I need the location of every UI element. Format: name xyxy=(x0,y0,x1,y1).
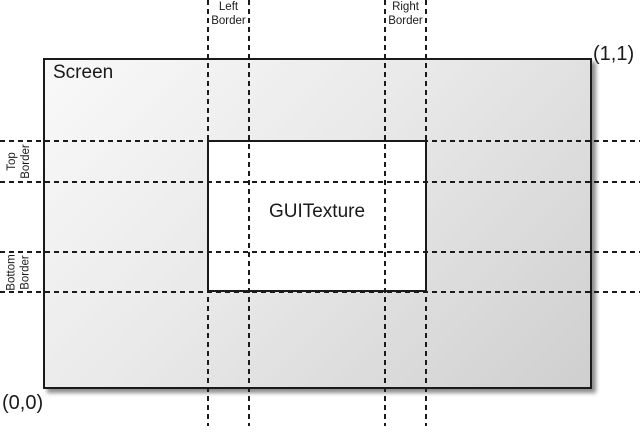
screen-label: Screen xyxy=(53,62,114,83)
left-border-inner-line xyxy=(248,0,250,426)
right-border-label-line2: Border xyxy=(388,14,423,27)
guitexture-rect xyxy=(207,140,427,292)
bottom-border-inner-line xyxy=(0,251,640,253)
guitexture-label: GUITexture xyxy=(268,201,366,222)
bottom-border-outer-line xyxy=(0,291,640,293)
top-border-label: Top Border xyxy=(0,140,38,183)
coord-top-right-label: (1,1) xyxy=(593,43,635,65)
left-border-outer-line xyxy=(207,0,209,426)
right-border-outer-line xyxy=(425,0,427,426)
top-border-inner-line xyxy=(0,181,640,183)
top-border-outer-line xyxy=(0,140,640,142)
top-border-label-line2: Border xyxy=(19,144,31,179)
right-border-label: Right Border xyxy=(384,1,427,28)
left-border-label: Left Border xyxy=(207,1,250,28)
left-border-label-line2: Border xyxy=(211,14,246,27)
right-border-label-line1: Right xyxy=(392,1,419,13)
bottom-border-label-line2: Border xyxy=(19,255,31,290)
left-border-label-line1: Left xyxy=(218,1,239,13)
bottom-border-label-line1: Bottom xyxy=(5,254,18,291)
coord-origin-label: (0,0) xyxy=(2,392,44,414)
right-border-inner-line xyxy=(384,0,386,426)
bottom-border-label: Bottom Border xyxy=(0,251,38,294)
top-border-label-line1: Top xyxy=(5,152,18,171)
